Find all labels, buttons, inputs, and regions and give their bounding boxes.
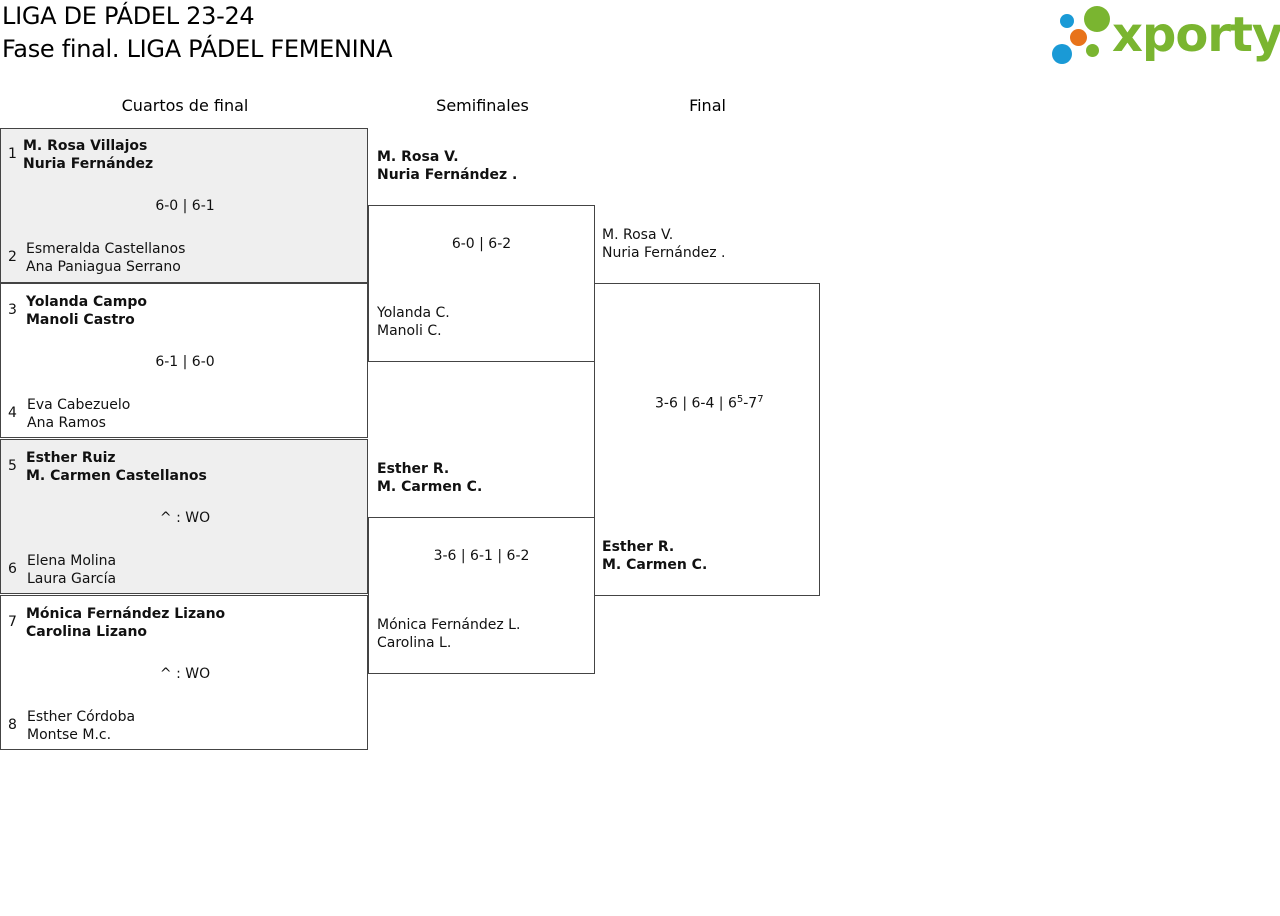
- semifinal-match-2[interactable]: 3-6 | 6-1 | 6-2 Mónica Fernández L. Caro…: [368, 517, 595, 674]
- logo-dot-icon: [1060, 14, 1074, 28]
- team-winner[interactable]: Esther Ruiz M. Carmen Castellanos: [26, 449, 207, 485]
- final-team-bottom[interactable]: Esther R. M. Carmen C.: [602, 538, 707, 574]
- seed-number: 7: [8, 614, 17, 630]
- player-name: Esther R.: [377, 461, 450, 477]
- player-name: Carolina L.: [377, 635, 452, 651]
- player-name: Nuria Fernández: [23, 156, 154, 172]
- logo-dot-icon: [1070, 29, 1087, 46]
- final-score: 3-6 | 6-4 | 65-77: [655, 394, 764, 412]
- player-name: Carolina Lizano: [26, 624, 148, 640]
- player-name: Elena Molina: [27, 553, 117, 569]
- tiebreak-score: 5: [736, 394, 744, 405]
- team-loser[interactable]: Esmeralda Castellanos Ana Paniagua Serra…: [26, 240, 185, 276]
- seed-number: 5: [8, 458, 17, 474]
- player-name: Ana Ramos: [27, 415, 106, 431]
- team-loser[interactable]: Eva Cabezuelo Ana Ramos: [27, 396, 130, 432]
- team-loser[interactable]: Esther Córdoba Montse M.c.: [27, 708, 135, 744]
- player-name: M. Carmen C.: [377, 479, 483, 495]
- round-header-quarterfinals: Cuartos de final: [121, 96, 249, 115]
- logo-dot-icon: [1084, 6, 1110, 32]
- final-match[interactable]: 3-6 | 6-4 | 65-77 Esther R. M. Carmen C.: [594, 283, 820, 596]
- page-title: LIGA DE PÁDEL 23-24: [2, 2, 255, 30]
- seed-number: 4: [8, 405, 17, 421]
- match-score: 6-1 | 6-0: [155, 354, 215, 370]
- player-name: Laura García: [27, 571, 117, 587]
- player-name: Yolanda C.: [377, 305, 450, 321]
- team-loser[interactable]: Elena Molina Laura García: [27, 552, 116, 588]
- player-name: Montse M.c.: [27, 727, 112, 743]
- semifinal-2-team-bottom[interactable]: Mónica Fernández L. Carolina L.: [377, 616, 520, 652]
- final-team-top[interactable]: M. Rosa V. Nuria Fernández .: [602, 226, 726, 262]
- player-name: Mónica Fernández L.: [377, 617, 521, 633]
- player-name: Esther Ruiz: [26, 450, 116, 466]
- seed-number: 6: [8, 561, 17, 577]
- logo-dot-icon: [1086, 44, 1099, 57]
- quarterfinal-match-1[interactable]: 1 M. Rosa Villajos Nuria Fernández 6-0 |…: [0, 128, 368, 283]
- page-subtitle: Fase final. LIGA PÁDEL FEMENINA: [2, 35, 393, 63]
- semifinal-1-team-bottom[interactable]: Yolanda C. Manoli C.: [377, 304, 450, 340]
- player-name: Nuria Fernández .: [602, 245, 726, 261]
- player-name: M. Rosa V.: [377, 149, 459, 165]
- round-header-final: Final: [689, 96, 726, 115]
- tiebreak-score: 7: [757, 394, 764, 405]
- final-score-dash: -7: [743, 395, 758, 412]
- match-score: 6-0 | 6-1: [155, 198, 215, 214]
- match-score: ^ : WO: [159, 510, 211, 526]
- player-name: Manoli C.: [377, 323, 442, 339]
- player-name: Yolanda Campo: [26, 294, 147, 310]
- match-score: ^ : WO: [159, 666, 211, 682]
- seed-number: 3: [8, 302, 17, 318]
- seed-number: 2: [8, 249, 17, 265]
- match-score: 6-0 | 6-2: [451, 236, 512, 252]
- player-name: M. Carmen C.: [602, 557, 708, 573]
- seed-number: 1: [8, 146, 17, 162]
- xporty-logo[interactable]: xporty: [1050, 2, 1280, 70]
- final-score-main: 3-6 | 6-4 | 6: [655, 395, 737, 412]
- quarterfinal-match-2[interactable]: 3 Yolanda Campo Manoli Castro 6-1 | 6-0 …: [0, 283, 368, 438]
- player-name: Mónica Fernández Lizano: [26, 606, 226, 622]
- team-winner[interactable]: M. Rosa Villajos Nuria Fernández: [23, 137, 153, 173]
- quarterfinal-match-4[interactable]: 7 Mónica Fernández Lizano Carolina Lizan…: [0, 595, 368, 750]
- seed-number: 8: [8, 717, 17, 733]
- round-header-semifinals: Semifinales: [436, 96, 529, 115]
- semifinal-1-team-top[interactable]: M. Rosa V. Nuria Fernández .: [377, 148, 517, 184]
- player-name: Esther R.: [602, 539, 675, 555]
- logo-dot-icon: [1052, 44, 1072, 64]
- logo-text: xporty: [1112, 7, 1280, 63]
- player-name: Esther Córdoba: [27, 709, 136, 725]
- team-winner[interactable]: Mónica Fernández Lizano Carolina Lizano: [26, 605, 225, 641]
- player-name: M. Carmen Castellanos: [26, 468, 207, 484]
- match-score: 3-6 | 6-1 | 6-2: [433, 548, 530, 564]
- player-name: Esmeralda Castellanos: [26, 241, 186, 257]
- player-name: Eva Cabezuelo: [27, 397, 131, 413]
- player-name: Nuria Fernández .: [377, 167, 518, 183]
- semifinal-match-1[interactable]: 6-0 | 6-2 Yolanda C. Manoli C.: [368, 205, 595, 362]
- player-name: Ana Paniagua Serrano: [26, 259, 181, 275]
- team-winner[interactable]: Yolanda Campo Manoli Castro: [26, 293, 147, 329]
- player-name: M. Rosa V.: [602, 227, 674, 243]
- player-name: Manoli Castro: [26, 312, 135, 328]
- semifinal-2-team-top[interactable]: Esther R. M. Carmen C.: [377, 460, 482, 496]
- player-name: M. Rosa Villajos: [23, 138, 148, 154]
- quarterfinal-match-3[interactable]: 5 Esther Ruiz M. Carmen Castellanos ^ : …: [0, 439, 368, 594]
